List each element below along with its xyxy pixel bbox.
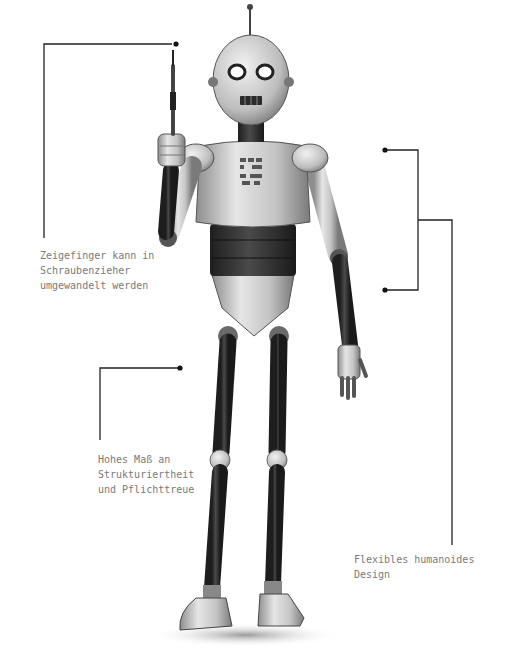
chest-marking [240, 158, 246, 162]
robot-right-arm [338, 345, 360, 379]
robot-torso [292, 144, 328, 172]
robot-legs [180, 326, 304, 630]
robot-right-arm [314, 165, 338, 255]
robot-head [208, 4, 294, 142]
robot-left-arm [166, 170, 171, 232]
callout-label: Zeigefinger kann in Schraubenzieher umge… [40, 248, 162, 293]
robot-right-arm [340, 262, 350, 345]
floor-shadow [150, 623, 340, 647]
robot-left-arm [160, 146, 184, 147]
chest-marking [248, 158, 254, 162]
leader-line [385, 150, 418, 290]
robot-legs [277, 342, 279, 452]
robot-head [247, 4, 253, 10]
robot-head [257, 65, 273, 79]
leader-line [418, 220, 452, 545]
robot-head [251, 96, 252, 105]
robot-right-arm [360, 360, 366, 376]
robot-torso [212, 240, 294, 241]
chest-marking [240, 158, 262, 185]
robot-left-arm [160, 155, 184, 156]
robot-left-arm [158, 134, 185, 166]
robot-legs [203, 585, 221, 599]
chest-marking [252, 165, 262, 169]
robot-torso [210, 224, 296, 276]
chest-marking [240, 165, 244, 169]
robot-head [257, 96, 258, 105]
robot-right-arm [314, 165, 366, 398]
robot-legs [258, 594, 304, 626]
robot-head [208, 77, 218, 87]
robot-head [240, 96, 262, 105]
robot-head [213, 35, 289, 125]
robot-left-arm [158, 50, 192, 247]
robot-legs [212, 472, 220, 588]
robot-right-arm [340, 378, 344, 395]
leader-dot [382, 287, 387, 292]
robot-legs [273, 472, 277, 584]
robot-left-arm [172, 50, 174, 66]
robot-head [249, 8, 251, 38]
robot-legs [264, 581, 282, 595]
robot-head [229, 65, 245, 79]
robot-head [245, 96, 246, 105]
robot-left-arm [171, 66, 175, 134]
robot-torso [212, 275, 294, 336]
chest-marking [250, 174, 262, 178]
leader-dot [177, 365, 182, 370]
robot-right-arm [346, 378, 350, 398]
leader-dot [173, 41, 178, 46]
robot-head [284, 77, 294, 87]
leader-line [100, 368, 178, 440]
leader-line [44, 44, 172, 238]
chest-marking [240, 174, 246, 178]
chest-marking [256, 158, 262, 162]
robot-legs [180, 598, 232, 630]
robot-legs [221, 342, 228, 452]
callout-label: Flexibles humanoides Design [354, 552, 484, 582]
robot-right-arm [352, 378, 356, 396]
chest-marking [254, 181, 260, 185]
callout-label: Hohes Maß an Strukturiertheit und Pflich… [98, 452, 202, 497]
leader-dot [382, 147, 387, 152]
robot-left-arm [170, 92, 176, 110]
chest-marking [242, 181, 250, 185]
robot-torso [212, 258, 294, 259]
